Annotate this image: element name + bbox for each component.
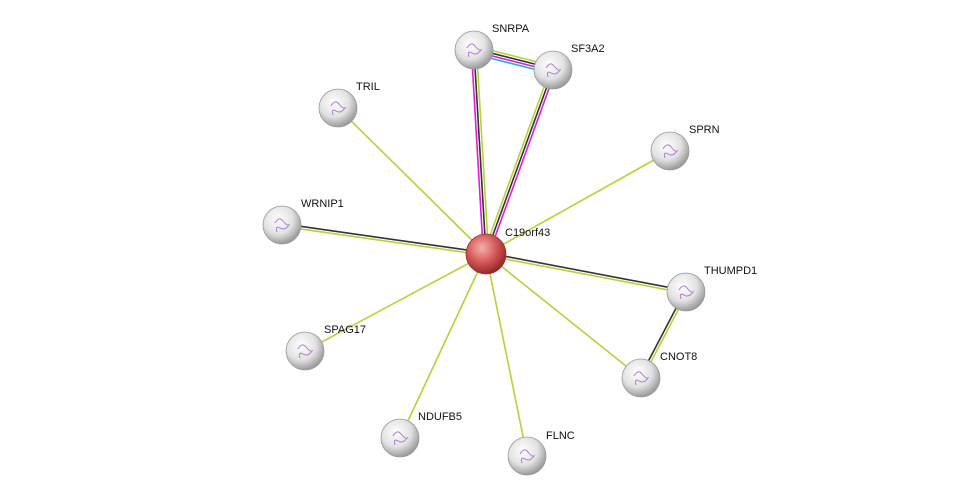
node-flnc[interactable]: FLNC [507,430,575,476]
node-sphere[interactable] [621,358,661,398]
node-c19orf43[interactable]: C19orf43 [465,227,550,275]
protein-structure-icon [633,371,650,386]
node-label: C19orf43 [505,227,550,239]
node-label: WRNIP1 [301,198,344,210]
edge-evidence-magenta [487,70,557,256]
node-sphere[interactable] [454,30,494,70]
node-spag17[interactable]: SPAG17 [285,324,366,371]
node-sphere[interactable] [465,233,507,275]
node-sphere[interactable] [507,436,547,476]
node-sprn[interactable]: SPRN [650,124,720,171]
edge-evidence-textmining [485,254,686,295]
edge-C19orf43-SPRN[interactable] [485,150,671,255]
node-label: THUMPD1 [704,265,757,277]
protein-structure-icon [519,449,536,464]
node-ndufb5[interactable]: NDUFB5 [380,411,462,458]
edge-evidence-black [282,222,487,254]
edge-C19orf43-SPAG17[interactable] [304,253,487,352]
edge-evidence-textmining [485,253,642,379]
node-sphere[interactable] [666,272,706,312]
node-label: SPRN [689,124,720,136]
edge-evidence-textmining [337,107,487,255]
protein-structure-icon [662,144,679,159]
node-sphere[interactable] [533,50,573,90]
node-label: CNOT8 [660,351,697,363]
edge-evidence-textmining [399,253,487,439]
protein-structure-icon [678,285,695,300]
node-sphere[interactable] [380,418,420,458]
node-tril[interactable]: TRIL [318,81,380,128]
edge-C19orf43-WRNIP1[interactable] [281,222,487,257]
edge-evidence-black [485,69,554,255]
node-label: SNRPA [492,23,530,35]
edge-C19orf43-SF3A2[interactable] [482,68,557,256]
edge-evidence-textmining [485,150,671,255]
node-label: FLNC [546,430,575,442]
node-sphere[interactable] [262,205,302,245]
node-label: TRIL [356,81,380,93]
protein-structure-icon [297,344,314,359]
protein-structure-icon [545,63,562,78]
node-sf3a2[interactable]: SF3A2 [533,43,605,90]
edge-evidence-black [473,49,487,255]
edge-C19orf43-FLNC[interactable] [485,253,528,457]
protein-structure-icon [392,431,409,446]
node-label: NDUFB5 [418,411,462,423]
edge-evidence-magenta [470,50,485,255]
edge-evidence-black [486,251,687,292]
edge-evidence-textmining [482,68,552,254]
node-snrpa[interactable]: SNRPA [454,23,530,70]
node-wrnip1[interactable]: WRNIP1 [262,198,344,245]
edge-evidence-textmining [485,253,528,457]
node-cnot8[interactable]: CNOT8 [621,351,697,398]
edge-C19orf43-TRIL[interactable] [337,107,487,255]
protein-structure-icon [274,218,291,233]
node-thumpd1[interactable]: THUMPD1 [666,265,757,312]
node-label: SPAG17 [324,324,366,336]
edge-C19orf43-SNRPA[interactable] [470,49,490,255]
edge-evidence-textmining [304,253,487,352]
node-sphere[interactable] [650,131,690,171]
edge-evidence-textmining [281,225,486,257]
edge-C19orf43-THUMPD1[interactable] [485,251,687,295]
protein-structure-icon [330,101,347,116]
edge-C19orf43-CNOT8[interactable] [485,253,642,379]
edge-C19orf43-NDUFB5[interactable] [399,253,487,439]
protein-structure-icon [466,43,483,58]
node-sphere[interactable] [318,88,358,128]
edge-evidence-textmining [475,49,490,254]
node-label: SF3A2 [571,43,605,55]
node-sphere[interactable] [285,331,325,371]
